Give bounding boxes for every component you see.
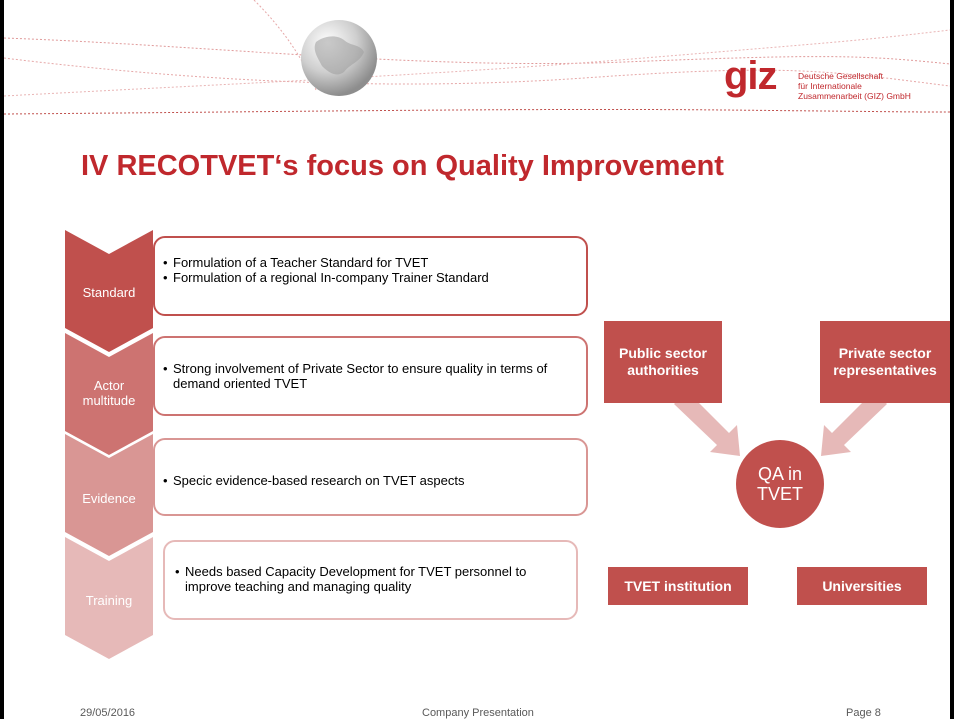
bullet-item: Specic evidence-based research on TVET a… [163,473,576,488]
arrow-down-right-icon [674,391,740,456]
step-box-standard: Formulation of a Teacher Standard for TV… [153,236,588,316]
step-label-evidence: Evidence [82,491,136,506]
logo-mark: giz [724,54,778,98]
footer-center: Company Presentation [422,707,534,719]
step-label-training: Training [85,593,133,608]
chevron-step-standard [65,230,153,352]
header-decoration [4,0,950,115]
chevron-step-training [65,537,153,659]
qa-center-circle: QA in TVET [736,440,824,528]
qa-box-private-sector: Private sector representatives [820,321,950,403]
step-label-standard: Standard [82,285,136,300]
step-box-evidence: Specic evidence-based research on TVET a… [153,438,588,516]
step-box-actor: Strong involvement of Private Sector to … [153,336,588,416]
logo-text-line: für Internationale [798,81,862,91]
footer-date: 29/05/2016 [80,707,136,719]
bullet-item: Needs based Capacity Development for TVE… [175,564,566,594]
giz-logo: giz Deutsche Gesellschaft für Internatio… [724,56,934,102]
chevron-step-evidence [65,434,153,556]
qa-arrows [674,391,887,456]
bullet-item: Formulation of a regional In-company Tra… [163,270,576,285]
qa-box-universities: Universities [797,567,927,605]
logo-text-line: Deutsche Gesellschaft [798,71,884,81]
step-box-training: Needs based Capacity Development for TVE… [163,540,578,620]
page-title: IV RECOTVET‘s focus on Quality Improveme… [81,150,724,182]
step-label-actor: Actor multitude [82,378,136,408]
logo-text-line: Zusammenarbeit (GIZ) GmbH [798,91,911,101]
logo-text: Deutsche Gesellschaft für Internationale… [798,71,938,101]
footer-page-number: Page 8 [846,707,881,719]
chevron-step-actor [65,333,153,455]
qa-box-public-sector: Public sector authorities [604,321,722,403]
slide: giz Deutsche Gesellschaft für Internatio… [4,0,950,719]
qa-box-tvet-institution: TVET institution [608,567,748,605]
bullet-item: Strong involvement of Private Sector to … [163,361,576,391]
bullet-item: Formulation of a Teacher Standard for TV… [163,255,576,270]
arrow-down-left-icon [821,391,887,456]
